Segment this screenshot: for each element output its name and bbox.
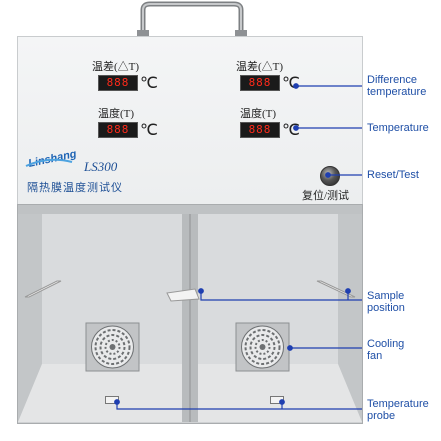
chamber-interior (18, 205, 362, 422)
model-number: LS300 (84, 159, 118, 174)
diff-temp-display-left: 888 (98, 75, 138, 91)
callout-temperature: Temperature (367, 122, 429, 134)
temp-display-right: 888 (240, 122, 280, 138)
callout-text: position (367, 302, 405, 314)
sample-holder-icon (24, 280, 356, 302)
callout-text: Cooling (367, 338, 405, 350)
carry-handle-icon (137, 1, 247, 38)
product-name: 隔热膜温度测试仪 (27, 182, 123, 194)
diff-temp-display-right: 888 (240, 75, 280, 91)
diff-temp-label-left: 温差(△T) (92, 61, 140, 73)
unit-celsius: ℃ (140, 75, 158, 92)
temp-display-left: 888 (98, 122, 138, 138)
callout-sample-position: Sample position (367, 290, 405, 314)
callout-reset-test: Reset/Test (367, 169, 419, 181)
temp-label-left: 温度(T) (98, 108, 135, 120)
callout-text: Sample (367, 290, 405, 302)
callout-text: temperature (367, 86, 427, 98)
callout-text: Temperature (367, 398, 429, 410)
callout-difference-temperature: Difference temperature (367, 74, 426, 98)
callout-temperature-probe: Temperature probe (367, 398, 429, 422)
cooling-fan-right-icon (235, 322, 290, 372)
brand-swoosh-icon (25, 158, 73, 167)
callout-text: Difference (367, 74, 417, 86)
callout-cooling-fan: Cooling fan (367, 338, 404, 362)
reset-test-label: 复位/测试 (302, 190, 350, 202)
cooling-fan-left-icon (85, 322, 140, 372)
diff-temp-label-right: 温差(△T) (236, 61, 284, 73)
callout-text: probe (367, 410, 396, 422)
temp-label-right: 温度(T) (240, 108, 277, 120)
callout-text: fan (367, 350, 383, 362)
device-front-panel (17, 36, 363, 204)
unit-celsius: ℃ (140, 122, 158, 139)
